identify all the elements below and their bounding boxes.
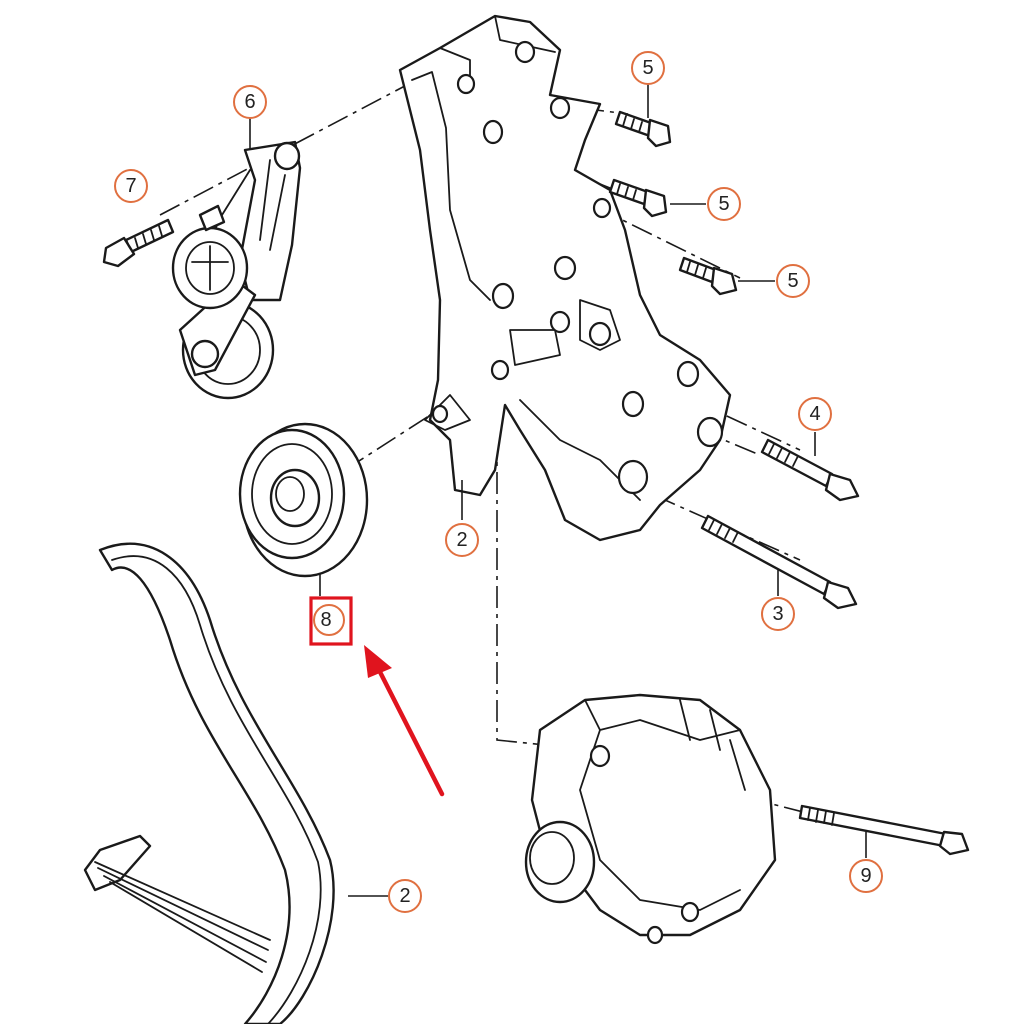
callout-4: 4: [798, 397, 832, 431]
callout-bubble: [761, 597, 795, 631]
callout-2-belt: 2: [388, 879, 422, 913]
callout-label: 3: [772, 603, 783, 625]
callout-bubble: [798, 397, 832, 431]
callout-bubble: [631, 51, 665, 85]
callout-label: 8: [320, 609, 331, 631]
callout-leaders: [249, 84, 867, 897]
callout-bubble: [388, 879, 422, 913]
callout-label: 9: [860, 865, 871, 887]
bracket-part: [398, 14, 732, 542]
callout-9: 9: [849, 859, 883, 893]
callout-8: 8: [309, 596, 353, 646]
arrow-up-left-icon: [364, 645, 445, 797]
callout-label: 5: [787, 270, 798, 292]
bolt-5-middle: [608, 178, 668, 218]
callout-6: 6: [233, 85, 267, 119]
callout-label: 2: [399, 885, 410, 907]
callout-label: 2: [456, 529, 467, 551]
bolt-5-lower: [678, 256, 738, 296]
callout-bubble: [849, 859, 883, 893]
highlight-box: [309, 596, 353, 646]
ribbed-belt: [83, 542, 335, 1024]
callout-5-middle: 5: [707, 187, 741, 221]
callout-5-lower: 5: [776, 264, 810, 298]
bolt-9: [798, 804, 970, 856]
callout-label: 6: [244, 91, 255, 113]
callout-bubble: [707, 187, 741, 221]
callout-7: 7: [114, 169, 148, 203]
tensioner-part: [171, 140, 302, 400]
callout-label: 5: [642, 57, 653, 79]
callout-label: 7: [125, 175, 136, 197]
bolt-3: [700, 514, 858, 610]
idler-pulley: [238, 422, 369, 596]
callout-bubble: [233, 85, 267, 119]
bolt-7: [102, 218, 175, 268]
alternator-part: [524, 693, 777, 945]
bolt-4: [760, 438, 860, 502]
callout-bubble: [445, 523, 479, 557]
callout-3: 3: [761, 597, 795, 631]
callout-5-upper: 5: [631, 51, 665, 85]
callout-label: 5: [718, 193, 729, 215]
bolt-5-upper: [614, 110, 672, 148]
callout-2-bracket: 2: [445, 523, 479, 557]
callout-bubble: [313, 604, 345, 636]
callout-label: 4: [809, 403, 820, 425]
callout-bubble: [114, 169, 148, 203]
callout-bubble: [776, 264, 810, 298]
